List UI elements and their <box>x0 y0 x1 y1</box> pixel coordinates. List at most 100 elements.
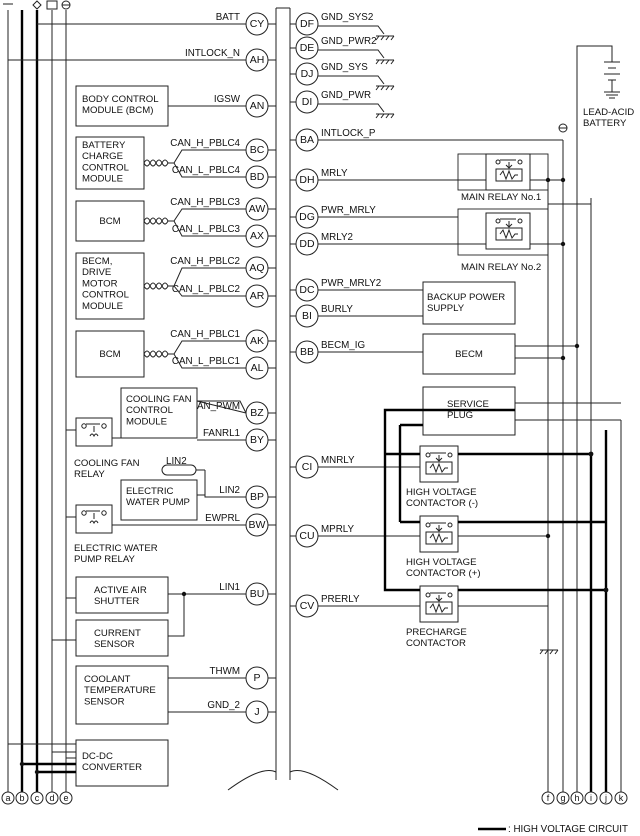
pin-signal-label: CAN_H_PBLC1 <box>170 329 240 340</box>
pin-signal-label: CAN_L_PBLC4 <box>172 165 241 176</box>
pin-id: DC <box>299 284 315 296</box>
pin-signal-label: PWR_MRLY <box>321 205 376 216</box>
pin-id: BC <box>250 144 265 156</box>
pin-id: P <box>253 672 260 684</box>
pin-id: AQ <box>249 262 264 274</box>
terminal-label: d <box>49 793 54 803</box>
coolant-temp-box <box>75 665 169 725</box>
pin-signal-label: PWR_MRLY2 <box>321 278 381 289</box>
pin-signal-label: CAN_L_PBLC2 <box>172 284 240 295</box>
pin-signal-label: BECM_IG <box>321 340 365 351</box>
terminal-label: b <box>19 793 24 803</box>
terminal-label: c <box>35 793 40 803</box>
pin-signal-label: GND_PWR2 <box>321 36 377 47</box>
pin-signal-label: GND_2 <box>207 700 240 711</box>
pin-signal-label: INTLOCK_N <box>185 48 240 59</box>
left-buses <box>3 0 71 792</box>
pin-id: AN <box>250 100 265 112</box>
pin-id: CI <box>302 461 313 473</box>
terminal-k <box>614 791 628 805</box>
legend-text: : HIGH VOLTAGE CIRCUIT <box>508 824 628 835</box>
pin-id: BD <box>250 171 265 183</box>
label-becm: BECM <box>455 349 483 360</box>
terminal-b <box>15 791 29 805</box>
pin-id: DD <box>299 238 315 250</box>
pin-id: AW <box>249 203 266 215</box>
terminal-g <box>556 791 570 805</box>
pin-id: CU <box>299 530 314 542</box>
main-relay-2-frame <box>457 208 549 256</box>
pin-id: AX <box>250 230 264 242</box>
pin-signal-label: MRLY2 <box>321 232 353 243</box>
cooling-fan-module-box <box>120 387 198 439</box>
pin-id: BA <box>300 134 314 146</box>
pin-signal-label: EWPRL <box>205 513 240 524</box>
pin-id: CV <box>300 600 315 612</box>
terminal-label: k <box>619 793 624 803</box>
lin2-connector-label: LIN2 <box>166 456 187 467</box>
pin-id: BW <box>249 519 266 531</box>
pin-id: DG <box>299 211 315 223</box>
terminal-e <box>59 791 73 805</box>
legend: : HIGH VOLTAGE CIRCUIT <box>478 824 628 835</box>
terminal-d <box>45 791 59 805</box>
terminal-label: e <box>63 793 68 803</box>
label-main-relay-1: MAIN RELAY No.1 <box>461 192 541 203</box>
pin-signal-label: CAN_H_PBLC2 <box>170 256 240 267</box>
pin-signal-label: BURLY <box>321 304 353 315</box>
pin-bd: BD CAN_L_PBLC4 <box>172 165 276 189</box>
pin-id: BZ <box>250 407 264 419</box>
pin-id: DJ <box>301 68 314 80</box>
pin-signal-label: IGSW <box>214 94 241 105</box>
pin-id: AR <box>250 290 265 302</box>
pin-an: AN IGSW <box>214 94 276 118</box>
pin-id: AH <box>250 54 265 66</box>
pin-id: DI <box>302 96 313 108</box>
bus-c-diamond-icon <box>32 0 42 10</box>
pin-ah: AH INTLOCK_N <box>185 48 276 72</box>
terminal-label: j <box>604 793 607 803</box>
pin-aq: AQ CAN_H_PBLC2 <box>170 256 276 280</box>
pin-signal-label: GND_SYS2 <box>321 12 373 23</box>
right-buses <box>547 52 622 795</box>
pin-signal-label: LIN2 <box>219 485 240 496</box>
terminal-i <box>584 791 598 805</box>
pin-id: BI <box>302 310 312 322</box>
terminal-j <box>599 791 613 805</box>
pin-df: DF GND_SYS2 <box>290 12 373 36</box>
bcm-body-box <box>75 85 169 127</box>
pin-signal-label: MNRLY <box>321 455 355 466</box>
pin-id: BU <box>250 588 265 600</box>
current-sensor-box <box>75 619 169 657</box>
pin-id: BP <box>250 491 264 503</box>
main-relay-1-icon <box>485 153 531 191</box>
pin-id: DF <box>300 18 314 30</box>
pin-id: J <box>254 706 259 718</box>
pin-bw: BW EWPRL <box>205 513 276 537</box>
